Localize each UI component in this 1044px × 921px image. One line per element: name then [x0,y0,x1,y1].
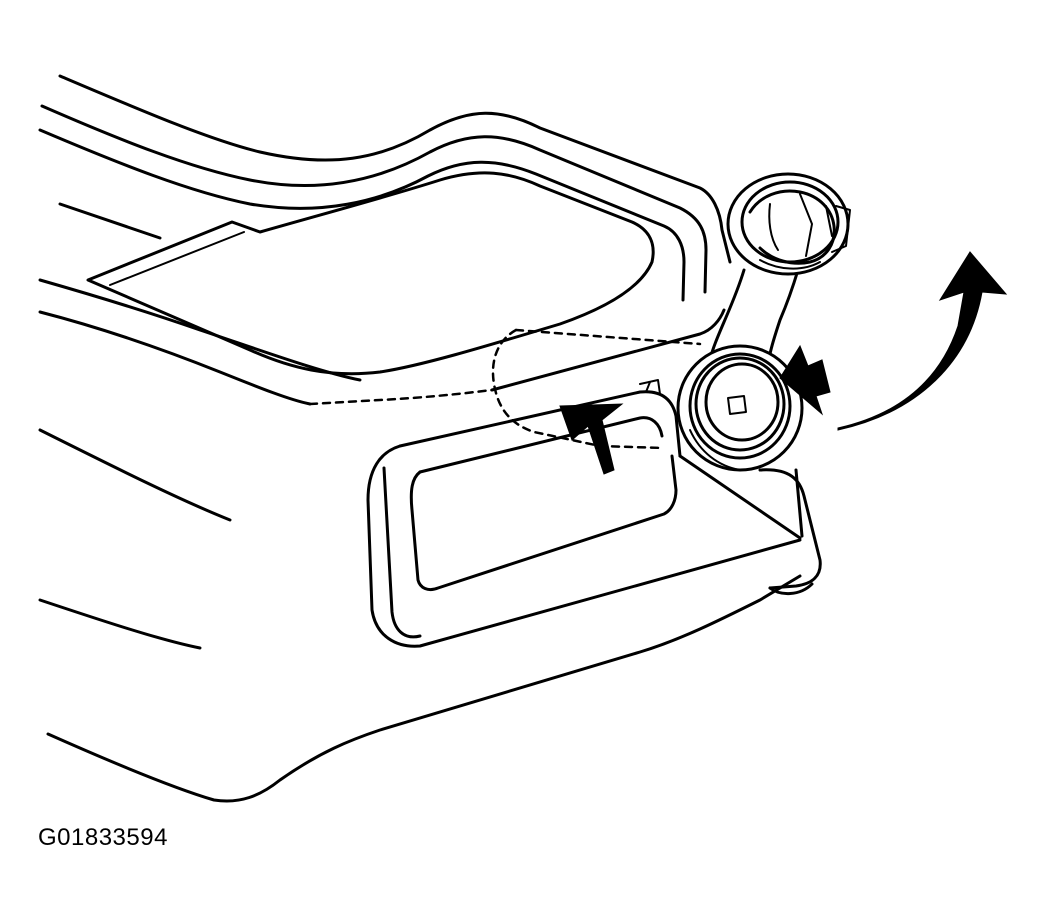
arrow-right-pointer [779,344,831,416]
latch-bracket [639,379,661,395]
console-lower-body [38,428,802,803]
figure-id-label: G01833594 [38,824,168,851]
hidden-outline [308,328,702,450]
console-top-outline [38,74,732,302]
outlet-cap [726,172,851,276]
power-outlet-socket [676,344,804,472]
arrow-left-pointer [559,403,624,475]
console-side-panel [366,308,822,648]
cap-tether [708,268,800,362]
rotation-arrow [837,251,1008,431]
storage-window [38,171,655,406]
